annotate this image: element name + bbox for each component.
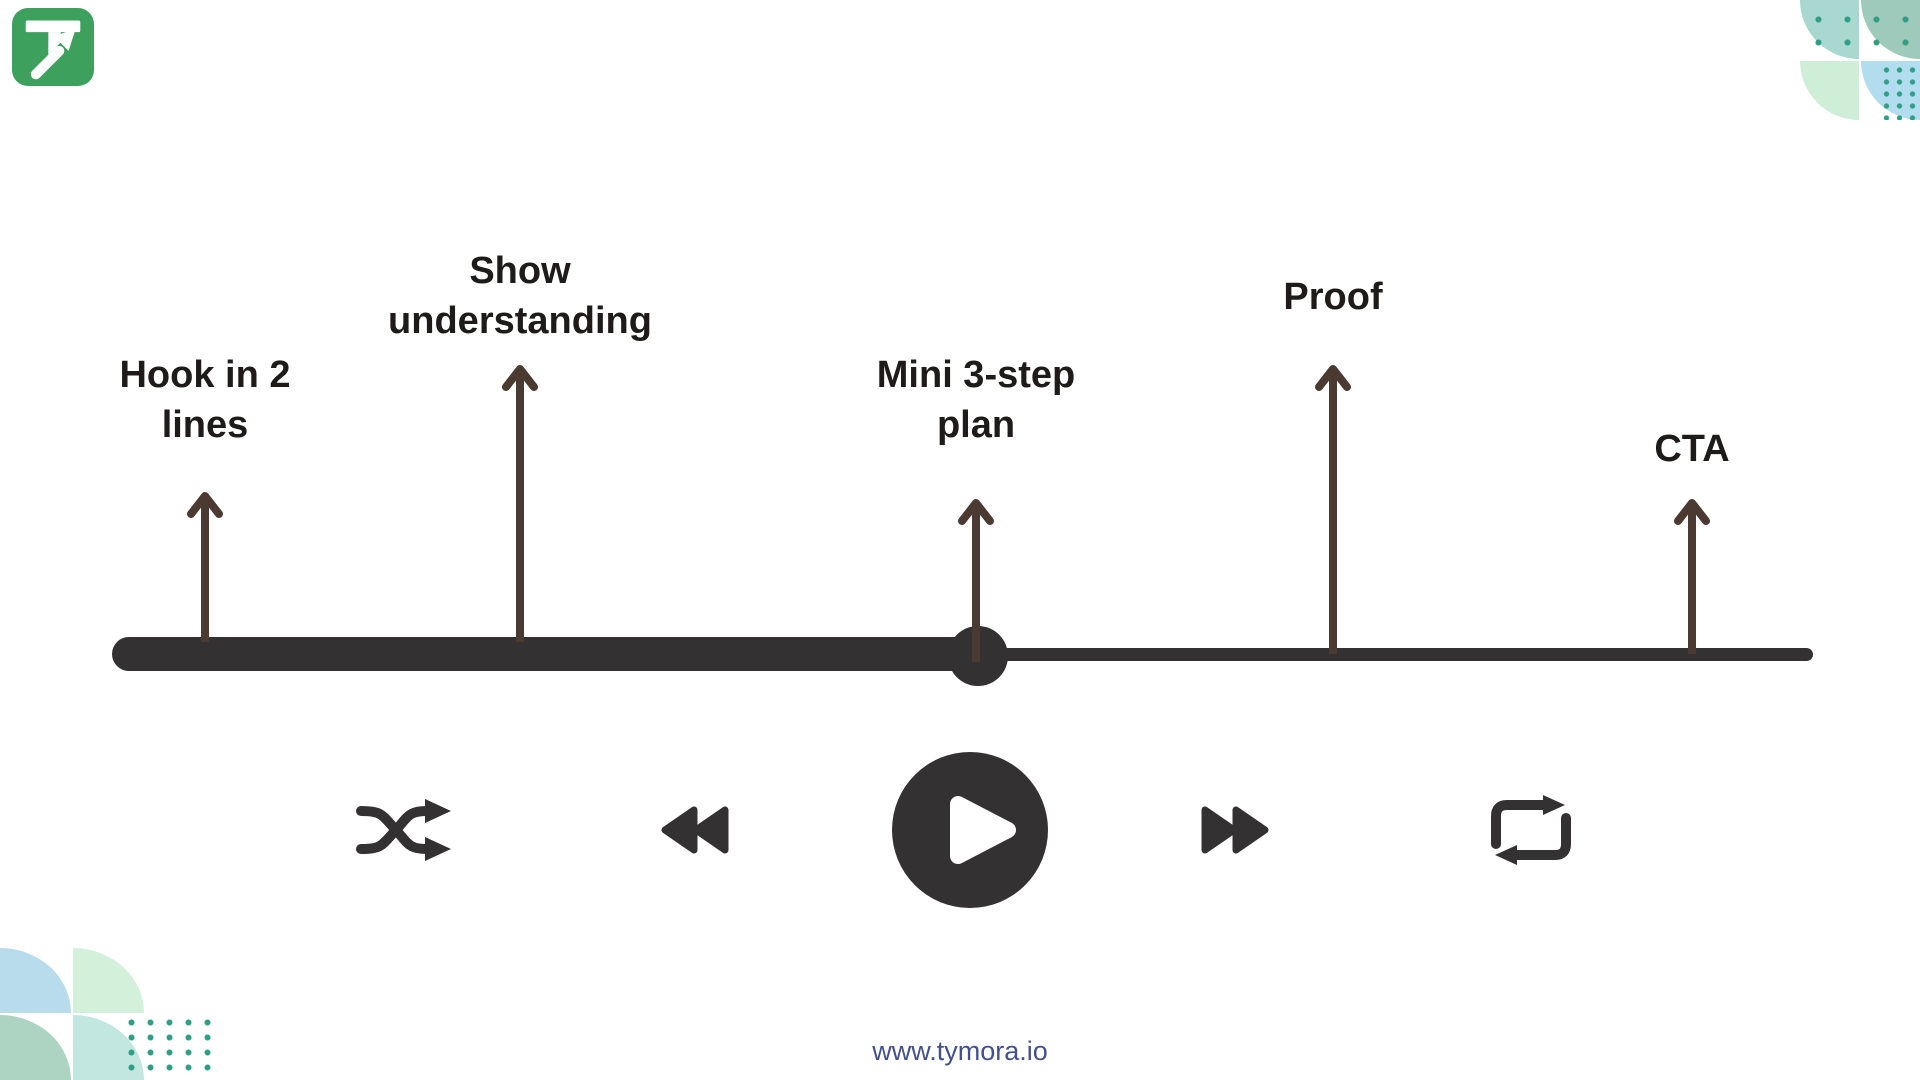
quarter-circle-shape (0, 948, 71, 1013)
progress-bar-remaining[interactable] (978, 648, 1813, 661)
play-button[interactable] (892, 752, 1048, 908)
progress-bar-played[interactable] (112, 637, 978, 671)
marker-label-cta: CTA (1654, 428, 1730, 470)
shuffle-button[interactable] (356, 796, 454, 864)
rewind-icon (661, 806, 729, 854)
marker-label-mini-plan: Mini 3-step plan (876, 354, 1076, 446)
shuffle-icon (356, 799, 451, 861)
decorative-corner-top-right (1800, 0, 1920, 120)
footer-url[interactable]: www.tymora.io (872, 1036, 1048, 1066)
up-arrow-icon (1674, 499, 1710, 654)
up-arrow-icon (187, 492, 223, 642)
dot-grid (1880, 64, 1920, 120)
repeat-icon (1491, 795, 1571, 865)
repeat-button[interactable] (1487, 793, 1575, 867)
t-arrow-logo-icon (25, 20, 81, 80)
fast-forward-icon (1201, 806, 1269, 854)
quarter-circle-shape (1861, 0, 1920, 59)
tymora-logo (12, 8, 94, 86)
up-arrow-icon (502, 365, 538, 642)
play-icon (892, 752, 1048, 908)
quarter-circle-shape (1800, 0, 1859, 59)
up-arrow-icon (958, 499, 994, 662)
dot-grid (1800, 2, 1920, 46)
marker-label-show-understanding: Show understanding (388, 250, 652, 342)
fast-forward-button[interactable] (1198, 803, 1270, 857)
rewind-button[interactable] (660, 803, 732, 857)
quarter-circle-shape (1861, 61, 1920, 120)
up-arrow-icon (1315, 365, 1351, 654)
marker-label-hook: Hook in 2 lines (119, 354, 291, 446)
quarter-circle-shape (73, 948, 144, 1013)
quarter-circle-shape (1800, 61, 1859, 120)
marker-label-proof: Proof (1283, 276, 1383, 318)
